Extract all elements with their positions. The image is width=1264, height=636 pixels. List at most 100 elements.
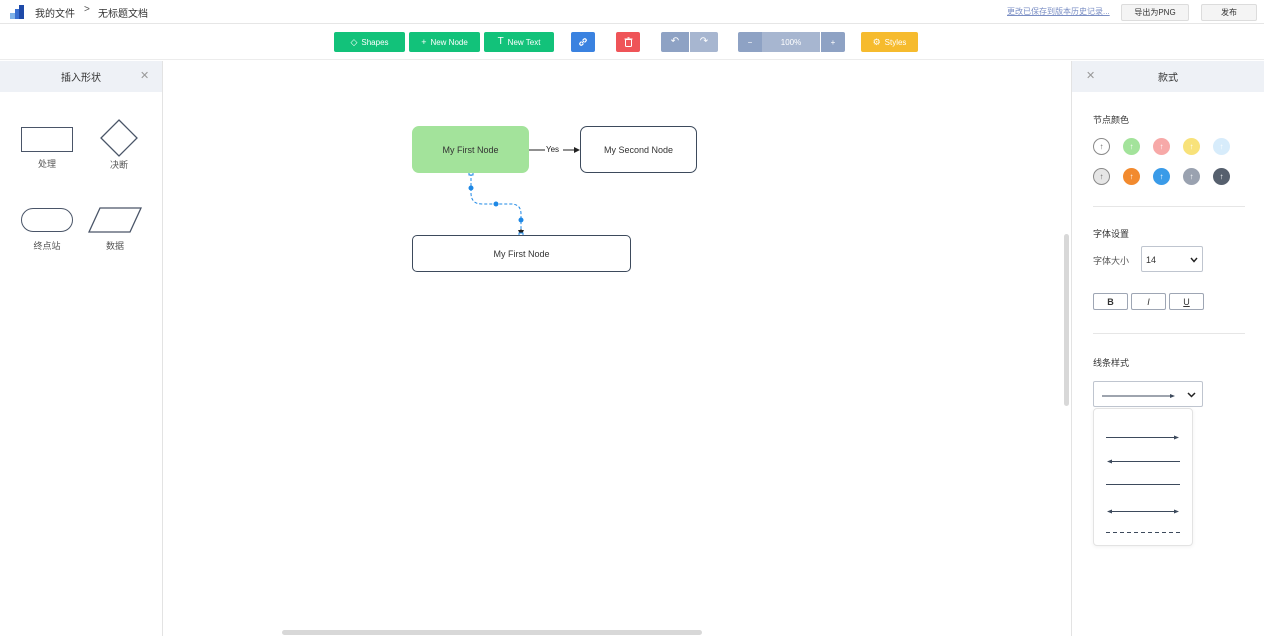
style-panel-header: ✕ 款式	[1072, 61, 1264, 92]
node-my-first-node[interactable]: My First Node	[412, 126, 529, 173]
chevron-down-icon	[1190, 257, 1198, 263]
color-swatch[interactable]: ↑	[1183, 168, 1200, 185]
line-option-arrow-left[interactable]	[1106, 459, 1180, 464]
breadcrumb-separator: >	[84, 4, 90, 15]
zoom-out-button[interactable]: −	[738, 32, 762, 52]
bold-button[interactable]: B	[1093, 293, 1128, 310]
line-option-plain[interactable]	[1106, 483, 1180, 486]
insert-shape-panel: 插入形状 ✕ 处理 决断 终点站 数据	[0, 61, 163, 636]
arrow-up-icon: ↑	[1219, 142, 1224, 151]
arrow-up-icon: ↑	[1219, 172, 1224, 181]
arrow-up-icon: ↑	[1189, 142, 1194, 151]
diagram-canvas[interactable]: My First Node Yes My Second Node My Firs…	[164, 61, 1071, 636]
color-swatch[interactable]: ↑	[1153, 168, 1170, 185]
new-node-button-label: New Node	[430, 37, 468, 47]
shape-terminal-label: 终点站	[33, 241, 61, 251]
arrow-up-icon: ↑	[1189, 172, 1194, 181]
trash-icon	[624, 37, 632, 47]
line-style-select[interactable]	[1093, 381, 1203, 407]
font-size-label: 字体大小	[1093, 256, 1130, 266]
new-text-button[interactable]: T New Text	[484, 32, 554, 52]
version-history-link[interactable]: 更改已保存到版本历史记录...	[1007, 7, 1110, 16]
arrow-up-icon: ↑	[1159, 172, 1164, 181]
line-option-dashed[interactable]	[1106, 531, 1180, 534]
divider	[1093, 206, 1245, 207]
color-swatch[interactable]: ↑	[1153, 138, 1170, 155]
undo-icon: ↶	[670, 36, 680, 47]
line-style-title: 线条样式	[1093, 358, 1130, 368]
link-icon	[579, 38, 587, 46]
toolbar: ◇ Shapes + New Node T New Text ↶ ↷ − 100…	[0, 24, 1264, 60]
line-style-options	[1093, 408, 1193, 546]
node-color-title: 节点颜色	[1093, 115, 1130, 125]
shape-process-label: 处理	[37, 159, 56, 169]
style-panel: ✕ 款式 节点颜色 ↑↑↑↑↑↑↑↑↑↑ 字体设置 字体大小 14 B I U …	[1071, 61, 1264, 636]
new-node-button[interactable]: + New Node	[409, 32, 480, 52]
insert-shape-panel-title: 插入形状	[61, 73, 101, 84]
color-swatch[interactable]: ↑	[1123, 138, 1140, 155]
close-icon[interactable]: ✕	[1086, 70, 1096, 82]
divider	[1093, 333, 1245, 334]
arrow-up-icon: ↑	[1129, 142, 1134, 151]
plus-icon: +	[421, 36, 427, 47]
shapes-button[interactable]: ◇ Shapes	[334, 32, 405, 52]
color-swatch[interactable]: ↑	[1183, 138, 1200, 155]
node-my-first-node-copy[interactable]: My First Node	[412, 235, 631, 272]
gear-icon: ⚙	[872, 36, 881, 47]
undo-button[interactable]: ↶	[661, 32, 689, 52]
font-settings-title: 字体设置	[1093, 229, 1130, 239]
rectangle-icon	[21, 127, 73, 152]
parallelogram-icon	[88, 207, 142, 233]
line-option-arrow-right[interactable]	[1106, 435, 1180, 440]
arrow-right-line-icon	[1102, 394, 1175, 398]
document-title[interactable]: 无标题文档	[98, 9, 148, 20]
font-size-value: 14	[1146, 255, 1157, 265]
link-button[interactable]	[571, 32, 595, 52]
edge-handle[interactable]	[518, 217, 524, 223]
shapes-button-label: Shapes	[361, 37, 389, 47]
vertical-scrollbar[interactable]	[1064, 234, 1069, 406]
style-panel-title: 款式	[1158, 73, 1178, 84]
color-swatch[interactable]: ↑	[1093, 138, 1110, 155]
insert-shape-panel-header: 插入形状 ✕	[0, 61, 162, 92]
shape-data-label: 数据	[105, 241, 124, 251]
styles-button-label: Styles	[884, 37, 907, 47]
edge-handle[interactable]	[468, 185, 474, 191]
diamond-icon: ◇	[350, 36, 358, 47]
rounded-rectangle-icon	[21, 208, 73, 232]
zoom-level[interactable]: 100%	[762, 32, 820, 52]
app-logo-icon[interactable]	[10, 5, 24, 19]
breadcrumb-my-files[interactable]: 我的文件	[35, 9, 75, 20]
text-icon: T	[497, 36, 504, 47]
delete-button[interactable]	[616, 32, 640, 52]
zoom-in-button[interactable]: +	[821, 32, 845, 52]
redo-icon: ↷	[699, 36, 709, 47]
new-text-button-label: New Text	[507, 37, 541, 47]
color-swatch[interactable]: ↑	[1213, 168, 1230, 185]
arrow-up-icon: ↑	[1099, 142, 1104, 151]
redo-button[interactable]: ↷	[690, 32, 718, 52]
italic-button[interactable]: I	[1131, 293, 1166, 310]
color-swatch[interactable]: ↑	[1123, 168, 1140, 185]
node-my-second-node[interactable]: My Second Node	[580, 126, 697, 173]
arrow-up-icon: ↑	[1159, 142, 1164, 151]
color-swatch[interactable]: ↑	[1093, 168, 1110, 185]
chevron-down-icon	[1187, 392, 1196, 398]
styles-button[interactable]: ⚙ Styles	[861, 32, 918, 52]
line-option-double-arrow[interactable]	[1106, 509, 1180, 514]
shape-decision-label: 决断	[109, 160, 128, 170]
publish-button[interactable]: 发布	[1201, 4, 1257, 21]
top-bar: 我的文件 > 无标题文档 更改已保存到版本历史记录... 导出为PNG 发布	[0, 0, 1264, 24]
font-size-select[interactable]: 14	[1141, 246, 1203, 272]
edge-selected[interactable]	[468, 170, 524, 238]
edge-label-yes[interactable]: Yes	[546, 145, 560, 154]
arrow-up-icon: ↑	[1099, 172, 1104, 181]
underline-button[interactable]: U	[1169, 293, 1204, 310]
close-icon[interactable]: ✕	[140, 70, 150, 82]
diamond-icon	[100, 119, 138, 157]
export-png-button[interactable]: 导出为PNG	[1121, 4, 1189, 21]
edge-handle[interactable]	[493, 201, 499, 207]
arrow-up-icon: ↑	[1129, 172, 1134, 181]
horizontal-scrollbar[interactable]	[282, 630, 702, 635]
color-swatch[interactable]: ↑	[1213, 138, 1230, 155]
